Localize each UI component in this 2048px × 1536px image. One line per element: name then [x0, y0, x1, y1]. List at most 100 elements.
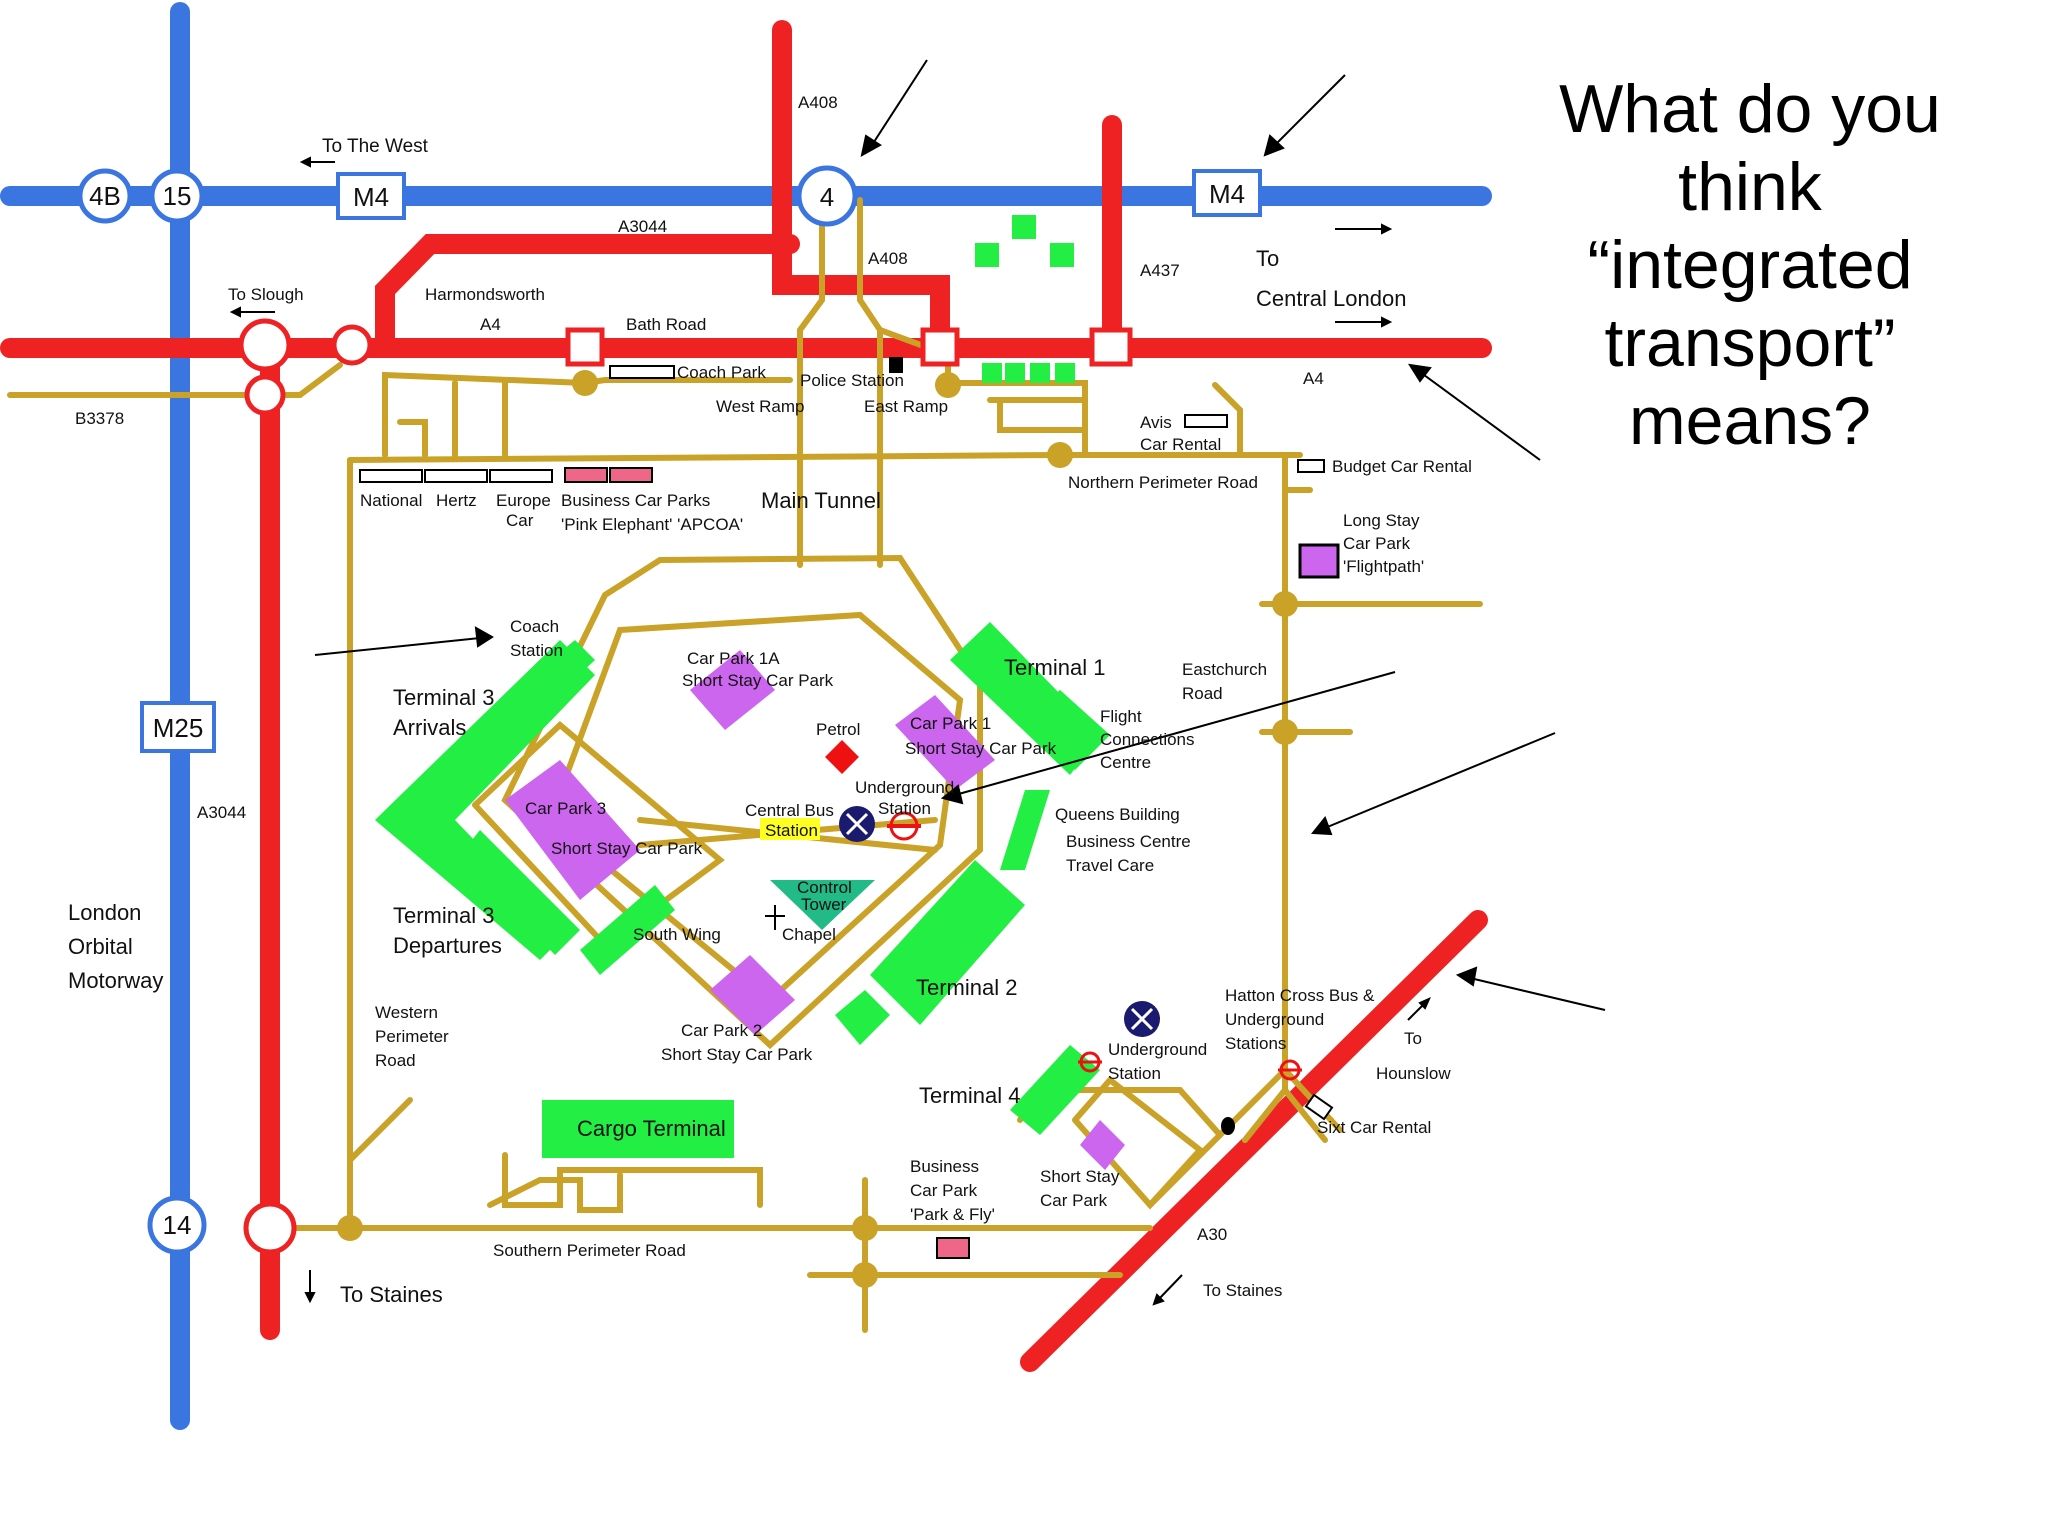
- to-the-west-label: To The West: [322, 136, 429, 157]
- avis-rental: [1184, 414, 1228, 428]
- south-wing-building: [580, 885, 675, 975]
- junction-dot: [337, 1215, 363, 1241]
- t1-link: [1000, 790, 1050, 870]
- arrow-a30: [1469, 977, 1606, 1011]
- arrowhead: [1263, 134, 1285, 157]
- budget-car-rental-label: Budget Car Rental: [1332, 457, 1472, 476]
- business-car-park-label: Car Park: [910, 1181, 978, 1200]
- control-label: Control: [797, 878, 852, 897]
- arrowhead: [1381, 316, 1393, 328]
- junction-box-a408: [920, 327, 960, 367]
- hatton-stations-label: Stations: [1225, 1034, 1286, 1053]
- terminal-block: [1012, 215, 1036, 239]
- underground-label: Underground: [855, 778, 954, 797]
- short-stay-car-parks: [505, 543, 1340, 1170]
- car-park-3-label: Car Park 3: [525, 799, 606, 818]
- east-loop: [987, 397, 1088, 433]
- perimeter-label: Perimeter: [375, 1027, 449, 1046]
- avis-spur: [1212, 382, 1243, 458]
- junction-4-badge[interactable]: [796, 165, 858, 227]
- car-park-2-label: Car Park 2: [681, 1021, 762, 1040]
- junction-dot: [852, 1215, 878, 1241]
- a3044-north-road: [375, 234, 800, 355]
- sixt-rental: [1304, 1093, 1334, 1121]
- petrol-station-icon: [825, 740, 859, 774]
- arrivals-label: Arrivals: [393, 715, 466, 740]
- a437-label: A437: [1140, 261, 1180, 280]
- orbital-label: Orbital: [68, 934, 133, 959]
- short-stay-3-label: Short Stay Car Park: [551, 839, 703, 858]
- petrol-label: Petrol: [816, 720, 860, 739]
- western-label: Western: [375, 1003, 438, 1022]
- junction-dots: [337, 370, 1298, 1288]
- short-stay-2-label: Short Stay Car Park: [661, 1045, 813, 1064]
- hounslow-label: Hounslow: [1376, 1064, 1451, 1083]
- sixt-car-rental-label: Sixt Car Rental: [1317, 1118, 1431, 1137]
- park-fly-label: 'Park & Fly': [910, 1205, 995, 1224]
- m4-right-badge[interactable]: [1192, 169, 1262, 217]
- apcoa-car-park: [609, 467, 653, 483]
- central-bus-station-label: Station: [765, 821, 818, 840]
- a4-left-label: A4: [480, 315, 501, 334]
- t2-south-building: [835, 990, 890, 1045]
- main-tunnel-road-e: [857, 197, 883, 568]
- departures-label: Departures: [393, 933, 502, 958]
- terminal-block: [1055, 363, 1075, 383]
- travel-care-label: Travel Care: [1066, 856, 1154, 875]
- arrowhead: [1381, 223, 1393, 235]
- junction-badges: 4B 15 4 14 M4 M4 M25: [77, 165, 1262, 1255]
- junction-15-label: 15: [163, 181, 192, 211]
- control-tower-icon: [770, 880, 875, 930]
- pink-elephant-label: 'Pink Elephant' 'APCOA': [561, 515, 743, 534]
- m25-badge[interactable]: [140, 701, 216, 753]
- short-stay-t4-car-park-label: Car Park: [1040, 1191, 1108, 1210]
- terminal-3-departures-title: Terminal 3: [393, 903, 494, 928]
- short-stay-t4-label: Short Stay: [1040, 1167, 1120, 1186]
- arrowhead: [1408, 363, 1432, 383]
- arrow-to-staines-right: [1157, 1274, 1183, 1301]
- t4-short-stay-car-park: [1080, 1120, 1125, 1170]
- question-text: What do you think “integrated transport”…: [1530, 70, 1970, 460]
- short-stay-1a-label: Short Stay Car Park: [682, 671, 834, 690]
- hertz-label: Hertz: [436, 491, 477, 510]
- t3-loop: [472, 720, 725, 950]
- central-ring-road: [501, 554, 983, 1050]
- pink-elephant-car-park: [564, 467, 608, 483]
- junction-4b-badge[interactable]: [77, 168, 133, 224]
- hatton-underground-label: Underground: [1225, 1010, 1324, 1029]
- m25-label: M25: [153, 713, 204, 743]
- junction-dot: [572, 370, 598, 396]
- flight-label: Flight: [1100, 707, 1142, 726]
- car-park-1-label: Car Park 1: [910, 714, 991, 733]
- to-hounslow-to-label: To: [1404, 1029, 1422, 1048]
- arrowhead: [1418, 997, 1431, 1010]
- underground-station-label: Station: [878, 799, 931, 818]
- junction-15-badge[interactable]: [149, 168, 205, 224]
- question-line: means?: [1629, 383, 1871, 459]
- coach-park-label: Coach Park: [677, 363, 766, 382]
- to-slough-label: To Slough: [228, 285, 304, 304]
- terminal-1-label: Terminal 1: [1004, 655, 1105, 680]
- business-label: Business: [910, 1157, 979, 1176]
- terminal-2-building: [870, 860, 1025, 1025]
- hatton-link: [1242, 1085, 1328, 1143]
- eastchurch-label: Eastchurch: [1182, 660, 1267, 679]
- motorway-label: Motorway: [68, 968, 163, 993]
- arrow-m4: [1274, 74, 1346, 146]
- business-parking: [564, 467, 970, 1259]
- junction-14-badge[interactable]: [147, 1195, 207, 1255]
- chapel-label: Chapel: [782, 925, 836, 944]
- m4-left-badge[interactable]: [336, 172, 406, 220]
- a408-mid-label: A408: [868, 249, 908, 268]
- roundabout-j14: [243, 1201, 297, 1255]
- main-tunnel-road-w: [797, 197, 825, 568]
- junction-14-label: 14: [163, 1210, 192, 1240]
- long-stay-car-park-flightpath: [1298, 543, 1340, 579]
- t4-loop: [1072, 1075, 1205, 1210]
- junction-box-bath-road: [565, 327, 605, 367]
- markers: [760, 740, 1302, 1135]
- terminal-2-label: Terminal 2: [916, 975, 1017, 1000]
- terminal-block: [1050, 243, 1074, 267]
- london-label: London: [68, 900, 141, 925]
- place-labels: Coach Park Police Station West Ramp East…: [360, 363, 1472, 1224]
